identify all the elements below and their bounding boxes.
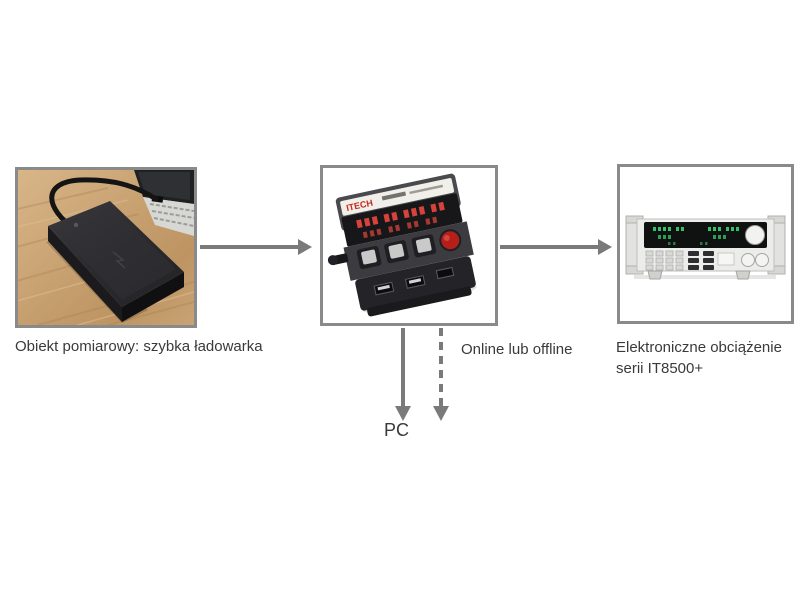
arrow-tester-to-pc-dashed: [433, 328, 449, 421]
terminal-post-2: [755, 253, 769, 267]
load-label-line2: serii IT8500+: [616, 360, 704, 377]
tester-box: ITECH: [320, 165, 498, 326]
laptop: [134, 170, 194, 236]
charger-label: Obiekt pomiarowy: szybka ładowarka: [15, 338, 263, 355]
load-label: Elektroniczne obciążenie serii IT8500+: [616, 337, 782, 379]
load-label-line1: Elektroniczne obciążenie: [616, 339, 782, 356]
power-led: [73, 222, 79, 228]
charger-photo-box: [15, 167, 197, 328]
usb-ports: [373, 266, 455, 296]
arrow-charger-to-tester: [200, 239, 312, 255]
power-bank: [46, 201, 184, 323]
tester-button-2: [388, 243, 405, 259]
terminal-post-1: [741, 253, 755, 267]
load-keypad: [645, 250, 769, 271]
tester-buttons: [356, 229, 462, 270]
device-feet: [647, 270, 751, 280]
small-panel: [717, 252, 735, 266]
connection-mode-label: Online lub offline: [461, 341, 573, 358]
usb-cable: [49, 177, 159, 233]
charger-photo: [18, 170, 194, 325]
led-display: [341, 193, 463, 247]
device-base: [367, 286, 472, 317]
load-device: [625, 215, 786, 280]
arrow-tester-to-pc-solid: [395, 328, 411, 421]
tester-device: ITECH: [327, 173, 477, 317]
device-shadow: [634, 275, 776, 279]
pc-label: PC: [384, 420, 410, 440]
load-box: [617, 164, 794, 324]
usb-front-panel: [355, 256, 476, 311]
rotary-knob: [745, 225, 765, 245]
tester-button-1: [361, 249, 377, 265]
model-text-mark: [381, 191, 407, 201]
load-display-panel: [644, 222, 767, 248]
arrow-tester-to-load: [500, 239, 612, 255]
tester-button-3: [415, 237, 432, 253]
